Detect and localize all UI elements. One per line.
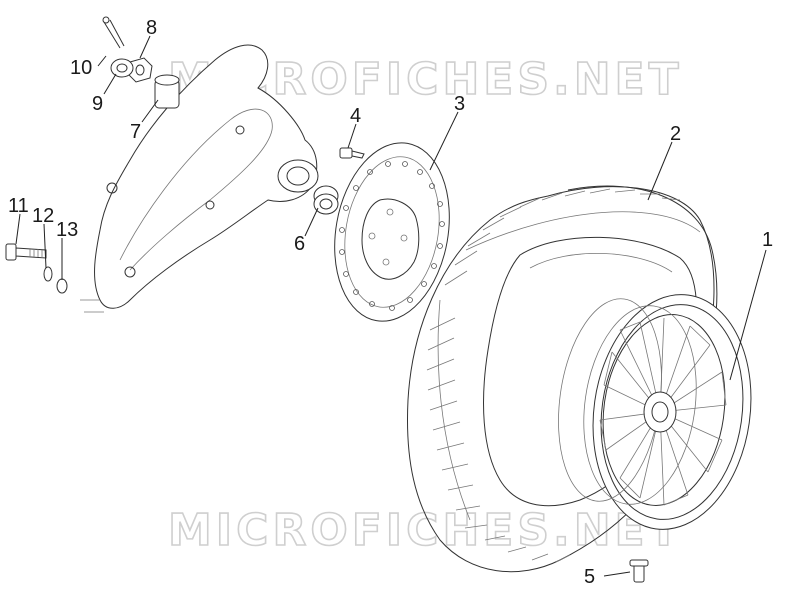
label-part-3: 3 [454,93,465,115]
disc-holes [339,161,445,311]
label-part-13: 13 [56,219,78,241]
label-part-9: 9 [92,93,103,115]
castle-nut [110,58,134,78]
label-part-12: 12 [32,205,54,227]
label-part-5: 5 [584,566,595,588]
wheel-rim [558,294,752,530]
disc-bolt [339,147,365,159]
label-part-11: 11 [8,195,29,217]
bushing [313,185,339,215]
rim-spokes [599,317,727,506]
label-part-4: 4 [350,105,361,127]
label-part-10: 10 [70,57,92,79]
flat-washer [56,278,68,294]
leader-lines [15,35,767,577]
part-labels: 1 2 3 4 5 6 7 8 9 10 11 12 13 [8,17,773,588]
label-part-1: 1 [762,229,773,251]
long-bolt [5,243,47,261]
tire [407,185,718,573]
watermark-bottom: MICROFICHES.NET [168,505,683,556]
label-part-8: 8 [146,17,157,39]
label-part-6: 6 [294,233,305,255]
label-part-2: 2 [670,123,681,145]
tire-valve [629,559,649,583]
swing-arm-housing [80,44,319,313]
brake-disc [334,142,450,322]
cotter-pin [102,16,125,49]
spring-washer [43,266,53,282]
spacer-sleeve [154,74,180,109]
label-part-7: 7 [130,121,141,143]
